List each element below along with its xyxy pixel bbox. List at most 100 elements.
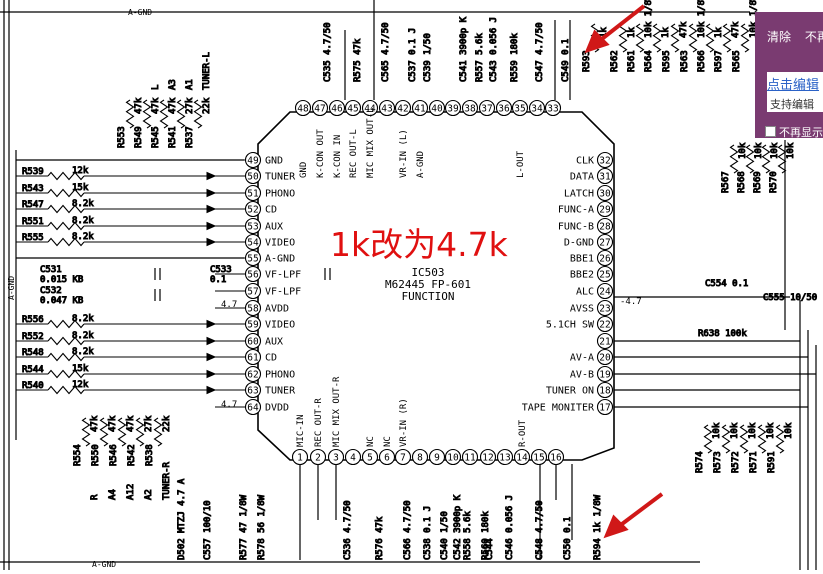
resistor-ref: R563 bbox=[680, 50, 690, 72]
pin-number: 36 bbox=[498, 104, 510, 115]
arrow-head bbox=[206, 188, 217, 198]
pin-circle bbox=[444, 448, 462, 466]
pin-number: 22 bbox=[599, 320, 610, 331]
no-show-checkbox[interactable] bbox=[765, 126, 776, 137]
part-label: C555 10/50 bbox=[763, 293, 817, 303]
pin-number: 46 bbox=[331, 104, 343, 115]
pin-number: 38 bbox=[464, 104, 476, 115]
pin-number: 13 bbox=[499, 453, 510, 464]
net-label: A3 bbox=[168, 79, 178, 90]
resistor-value: 10k bbox=[770, 142, 780, 159]
pin-label: FUNC-B bbox=[558, 222, 594, 233]
resistor-symbol bbox=[47, 385, 85, 395]
pin-circle bbox=[596, 381, 614, 399]
resistor-ref: R567 bbox=[721, 171, 731, 193]
pin-number: 23 bbox=[599, 304, 610, 315]
resistor-ref: R542 bbox=[127, 444, 137, 466]
pin-label: AUX bbox=[265, 337, 283, 348]
part-label: C540 1/50 bbox=[440, 511, 450, 560]
pin-label: 5.1CH SW bbox=[546, 320, 595, 331]
resistor-symbol bbox=[740, 23, 750, 53]
pin-label: GND bbox=[265, 156, 283, 167]
resistor-ref: R561 bbox=[627, 50, 637, 72]
resistor-symbol bbox=[125, 99, 135, 129]
pin-number: 56 bbox=[247, 270, 259, 281]
no-show-button[interactable]: 不再 bbox=[804, 30, 823, 44]
resistor-value: 10k bbox=[784, 422, 794, 439]
resistor-symbol bbox=[670, 23, 680, 53]
pin-number: 33 bbox=[547, 104, 558, 115]
pin-number: 35 bbox=[514, 104, 525, 115]
arrow-head bbox=[206, 171, 217, 181]
part-label: C537 0.1 J bbox=[408, 28, 418, 82]
pin-circle bbox=[244, 167, 262, 185]
part-label: C538 0.1 J bbox=[423, 506, 433, 560]
pin-number: 34 bbox=[531, 104, 543, 115]
pin-number: 3 bbox=[333, 453, 339, 464]
pin-label: AVSS bbox=[570, 304, 594, 315]
resistor-value: 22k bbox=[162, 415, 172, 432]
pin-number: 7 bbox=[400, 453, 406, 464]
pin-number: 50 bbox=[247, 172, 259, 183]
resistor-symbol bbox=[47, 336, 85, 346]
pin-circle bbox=[530, 448, 548, 466]
pin-label: R-OUT bbox=[518, 419, 528, 447]
pin-number: 14 bbox=[516, 453, 528, 464]
pin-circle bbox=[244, 217, 262, 235]
resistor-ref: R548 bbox=[22, 348, 44, 358]
pin-circle bbox=[244, 282, 262, 300]
pin-circle bbox=[311, 99, 329, 117]
pin-circle bbox=[596, 233, 614, 251]
arrow-head bbox=[206, 385, 217, 395]
pin-circle bbox=[244, 348, 262, 366]
arrow-head bbox=[206, 221, 217, 231]
edit-link[interactable]: 点击编辑 bbox=[767, 78, 820, 93]
resistor-value: 47k bbox=[151, 97, 161, 114]
pin-circle bbox=[361, 448, 379, 466]
net-label: L bbox=[151, 85, 161, 90]
pin-circle bbox=[244, 365, 262, 383]
resistor-ref: R593 bbox=[582, 50, 592, 72]
pin-number: 29 bbox=[599, 205, 611, 216]
capacitor-label: C531 bbox=[40, 265, 62, 275]
pin-circle bbox=[244, 398, 262, 416]
resistor-symbol bbox=[618, 23, 628, 53]
resistor-value: 15k bbox=[72, 364, 89, 374]
pin-circle bbox=[596, 167, 614, 185]
pin-circle bbox=[344, 448, 362, 466]
net-labels: A-GND A-GND A-GND 4.7 4.7 -4.7 bbox=[7, 8, 642, 569]
pin-circle bbox=[294, 99, 312, 117]
pin-number: 48 bbox=[297, 104, 309, 115]
ic-role: FUNCTION bbox=[402, 290, 455, 303]
resistor-symbol bbox=[739, 424, 749, 454]
resistor-ref: R539 bbox=[22, 167, 44, 177]
resistor-value: 10k bbox=[712, 422, 722, 439]
pin-label: K-CON OUT bbox=[316, 129, 326, 178]
resistor-ref: R547 bbox=[22, 200, 44, 210]
floating-side-panel: 清除 不再 点击编辑 支持编辑 不再显示 bbox=[755, 12, 823, 138]
net-label: R bbox=[90, 494, 100, 500]
resistor-symbol bbox=[47, 204, 85, 214]
pin-number: 4 bbox=[350, 453, 356, 464]
pin-circle bbox=[244, 265, 262, 283]
pin-circle bbox=[328, 99, 346, 117]
pin-number: 40 bbox=[431, 104, 443, 115]
pin-number: 11 bbox=[464, 453, 476, 464]
resistor-symbol bbox=[721, 424, 731, 454]
part-label: C565 4.7/50 bbox=[381, 22, 391, 82]
resistor-symbol bbox=[757, 424, 767, 454]
pin-label: TUNER bbox=[265, 172, 296, 183]
pin-label: REC OUT-L bbox=[349, 129, 359, 178]
pin-label: L-OUT bbox=[516, 150, 526, 178]
resistor-value: 10k bbox=[754, 142, 764, 159]
part-label: C543 0.056 J bbox=[489, 17, 499, 82]
pin-number: 15 bbox=[533, 453, 544, 464]
pin-number: 42 bbox=[397, 104, 408, 115]
pin-circle bbox=[394, 448, 412, 466]
clear-button[interactable]: 清除 bbox=[767, 30, 792, 44]
arrow-bottom-head bbox=[603, 514, 629, 539]
part-label: C541 3900p K bbox=[459, 16, 469, 82]
pin-circle bbox=[244, 299, 262, 317]
capacitor-value: 0.015 KB bbox=[40, 275, 83, 285]
